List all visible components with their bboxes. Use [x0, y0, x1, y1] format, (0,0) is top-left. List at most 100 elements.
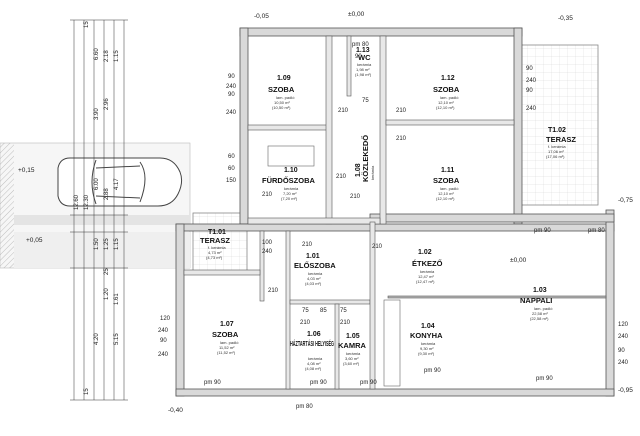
terrace-t102 [515, 44, 599, 206]
svg-text:240: 240 [226, 84, 237, 90]
interior-walls [183, 35, 607, 390]
svg-text:-0,40: -0,40 [168, 407, 183, 414]
svg-text:T1.01: T1.01 [208, 229, 226, 236]
left-dimensions: 15 2.18 1.15 2.96 3.90 4.17 4.20 5.15 12… [74, 21, 120, 395]
svg-text:(3,60 m²): (3,60 m²) [343, 361, 360, 366]
svg-text:90: 90 [228, 74, 235, 80]
room-r113: 1.13 WC kerámia 1,98 m² (1,98 m²) [355, 47, 372, 77]
svg-text:12.30: 12.30 [84, 194, 90, 210]
svg-text:240: 240 [158, 328, 169, 334]
svg-text:6.00: 6.00 [94, 178, 100, 190]
svg-text:(12,10 m²): (12,10 m²) [436, 105, 455, 110]
svg-text:5.15: 5.15 [114, 333, 120, 345]
svg-text:1.11: 1.11 [441, 167, 454, 174]
svg-text:(4,73 m²): (4,73 m²) [206, 255, 223, 260]
svg-text:pm 90: pm 90 [360, 380, 377, 386]
svg-text:75: 75 [362, 98, 369, 104]
svg-text:25: 25 [104, 268, 110, 275]
svg-text:(12,47 m²): (12,47 m²) [416, 279, 435, 284]
svg-text:22,58 m²: 22,58 m² [532, 311, 548, 316]
terrace-t101 [192, 212, 248, 272]
svg-text:10,50 m²: 10,50 m² [274, 100, 290, 105]
svg-text:3.90: 3.90 [94, 108, 100, 120]
svg-text:7,20 m²: 7,20 m² [283, 191, 297, 196]
svg-text:pm 90: pm 90 [204, 380, 221, 386]
svg-text:1.03: 1.03 [533, 287, 547, 294]
svg-text:210: 210 [302, 242, 313, 248]
svg-text:3,60 m²: 3,60 m² [345, 356, 359, 361]
room-r110: 1.10 FÜRDŐSZOBA kerámia 7,20 m² (7,20 m²… [262, 167, 315, 201]
svg-text:120: 120 [160, 316, 171, 322]
svg-text:2.18: 2.18 [104, 50, 110, 62]
svg-text:pm 80: pm 80 [588, 228, 605, 234]
level-marks: -0,05 ±0,00 -0,35 +0,15 +0,05 -0,75 -0,4… [18, 11, 633, 414]
room-r102: 1.02 ÉTKEZŐ kerámia 12,47 m² (12,47 m²) [412, 249, 443, 284]
svg-text:90: 90 [355, 54, 362, 60]
svg-text:+0,05: +0,05 [26, 237, 43, 244]
svg-text:(12,10 m²): (12,10 m²) [436, 196, 455, 201]
svg-text:4,03 m²: 4,03 m² [307, 276, 321, 281]
room-r105: 1.05 KAMRA kerámia 3,60 m² (3,60 m²) [338, 333, 366, 366]
svg-text:-0,95: -0,95 [618, 387, 633, 394]
left-dimension-lines [70, 19, 128, 401]
svg-text:kerámia: kerámia [357, 62, 372, 67]
svg-text:±0,00: ±0,00 [510, 257, 527, 264]
room-r107: 1.07 SZOBA lam. padló 11,52 m² (11,52 m²… [212, 321, 239, 355]
svg-text:f. kerámia: f. kerámia [548, 144, 566, 149]
svg-text:lam. padló: lam. padló [440, 186, 459, 191]
svg-text:1.61: 1.61 [114, 293, 120, 305]
svg-text:kerámia: kerámia [346, 351, 361, 356]
svg-text:210: 210 [336, 174, 347, 180]
svg-text:KÖZLEKEDŐ: KÖZLEKEDŐ [361, 135, 370, 182]
svg-text:1.13: 1.13 [356, 47, 370, 54]
svg-text:150: 150 [226, 178, 237, 184]
svg-text:240: 240 [226, 110, 237, 116]
svg-text:210: 210 [262, 192, 273, 198]
svg-text:(11,52 m²): (11,52 m²) [217, 350, 236, 355]
svg-text:1,98 m²: 1,98 m² [356, 67, 370, 72]
car-icon [57, 157, 183, 207]
svg-text:120: 120 [618, 322, 629, 328]
svg-text:1.25: 1.25 [104, 238, 110, 250]
svg-text:6.60: 6.60 [94, 48, 100, 60]
svg-text:(17,06 m²): (17,06 m²) [546, 154, 565, 159]
svg-text:ELŐSZOBA: ELŐSZOBA [294, 261, 336, 270]
svg-text:lam. padló: lam. padló [440, 95, 459, 100]
svg-text:SZOBA: SZOBA [433, 176, 460, 185]
svg-text:-0,35: -0,35 [558, 15, 573, 22]
svg-text:85: 85 [320, 308, 327, 314]
svg-text:1.04: 1.04 [421, 323, 435, 330]
svg-text:75: 75 [302, 308, 309, 314]
room-r103: 1.03 NAPPALI lam. padló 22,58 m² (22,58 … [520, 287, 553, 321]
room-r112: 1.12 SZOBA lam. padló 12,10 m² (12,10 m²… [433, 75, 460, 110]
svg-text:4.20: 4.20 [94, 333, 100, 345]
svg-text:210: 210 [396, 108, 407, 114]
svg-text:240: 240 [526, 106, 537, 112]
room-r104: 1.04 KONYHA kerámia 9,30 m² (9,30 m²) [410, 323, 443, 356]
svg-text:11,52 m²: 11,52 m² [219, 345, 235, 350]
svg-text:12,47 m²: 12,47 m² [418, 274, 434, 279]
room-r109: 1.09 SZOBA lam. padló 10,50 m² (10,50 m²… [268, 75, 295, 110]
svg-text:lam. padló: lam. padló [276, 95, 295, 100]
svg-text:T1.02: T1.02 [548, 127, 566, 134]
svg-text:f. kerámia: f. kerámia [208, 245, 226, 250]
svg-text:SZOBA: SZOBA [433, 85, 460, 94]
svg-text:WC: WC [358, 53, 371, 62]
svg-text:2.88: 2.88 [104, 188, 110, 200]
svg-text:12,10 m²: 12,10 m² [438, 100, 454, 105]
svg-text:kerámia: kerámia [421, 341, 436, 346]
svg-text:240: 240 [526, 78, 537, 84]
svg-text:1.50: 1.50 [94, 238, 100, 250]
svg-text:-0,75: -0,75 [618, 197, 633, 204]
svg-text:210: 210 [338, 108, 349, 114]
svg-text:FÜRDŐSZOBA: FÜRDŐSZOBA [262, 176, 315, 185]
kitchen-counter [383, 299, 401, 387]
svg-text:17,06 m²: 17,06 m² [548, 149, 564, 154]
svg-text:SZOBA: SZOBA [268, 85, 295, 94]
svg-text:210: 210 [396, 136, 407, 142]
svg-text:100: 100 [262, 240, 273, 246]
svg-text:(22,58 m²): (22,58 m²) [530, 316, 549, 321]
svg-text:1.15: 1.15 [114, 238, 120, 250]
svg-text:2.96: 2.96 [104, 98, 110, 110]
